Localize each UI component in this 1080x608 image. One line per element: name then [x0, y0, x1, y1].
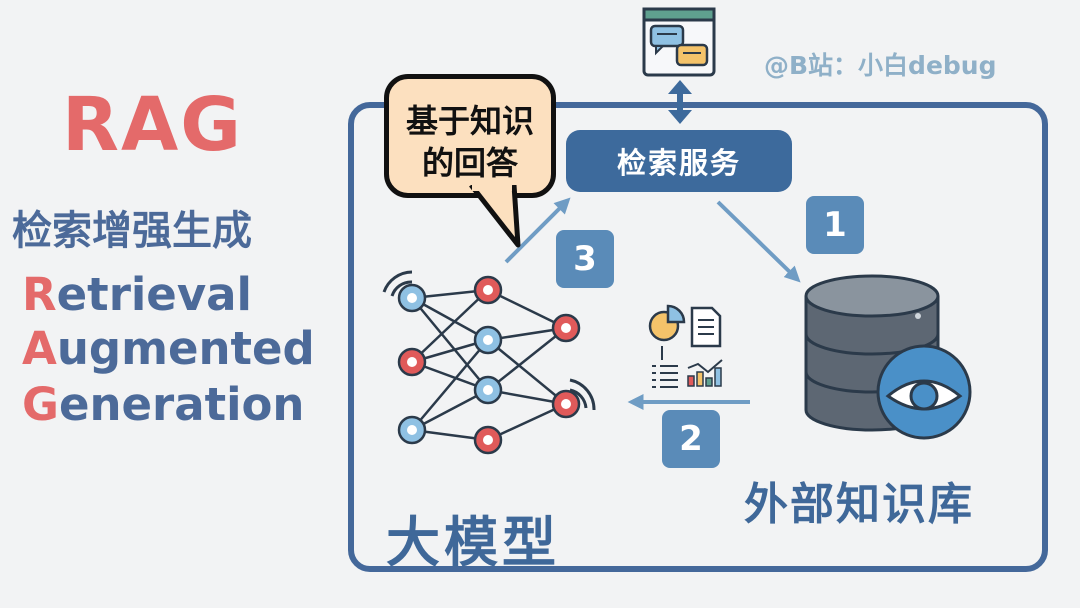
step-badge-3: 3	[556, 230, 614, 288]
acronym-augmented: Augmented	[22, 322, 315, 375]
acronym-generation: Generation	[22, 378, 304, 431]
llm-label: 大模型	[386, 511, 560, 574]
bubble-tail	[469, 185, 521, 248]
system-frame	[348, 102, 1048, 572]
knowledge-base-label: 外部知识库	[744, 479, 974, 530]
chinese-subtitle: 检索增强生成	[12, 208, 252, 254]
bubble-text: 基于知识 的回答	[384, 100, 556, 184]
list-icon	[652, 346, 678, 388]
answer-speech-bubble	[384, 74, 556, 198]
bidirectional-arrow	[668, 80, 692, 124]
chat-window-icon	[642, 7, 716, 77]
rag-title: RAG	[62, 82, 243, 168]
step-badge-1: 1	[806, 196, 864, 254]
acronym-rest: etrieval	[56, 268, 252, 321]
document-icon	[690, 306, 722, 348]
step-badge-2: 2	[662, 410, 720, 468]
acronym-retrieval: Retrieval	[22, 268, 252, 321]
acronym-letter: G	[22, 378, 59, 431]
acronym-rest: eneration	[58, 378, 305, 431]
pie-chart-icon	[648, 304, 686, 342]
bubble-line: 基于知识	[405, 102, 534, 140]
watermark: @B站：小白debug	[764, 51, 997, 80]
acronym-letter: A	[22, 322, 57, 375]
arrow-search-to-kb	[716, 200, 801, 283]
bubble-line: 的回答	[421, 144, 518, 182]
neural-network-icon	[382, 270, 596, 455]
search-service-box: 检索服务	[566, 130, 792, 192]
acronym-rest: ugmented	[56, 322, 315, 375]
acronym-letter: R	[22, 268, 57, 321]
arrow-llm-to-search	[504, 197, 571, 264]
bar-chart-icon	[687, 359, 723, 387]
eye-icon	[876, 344, 972, 440]
